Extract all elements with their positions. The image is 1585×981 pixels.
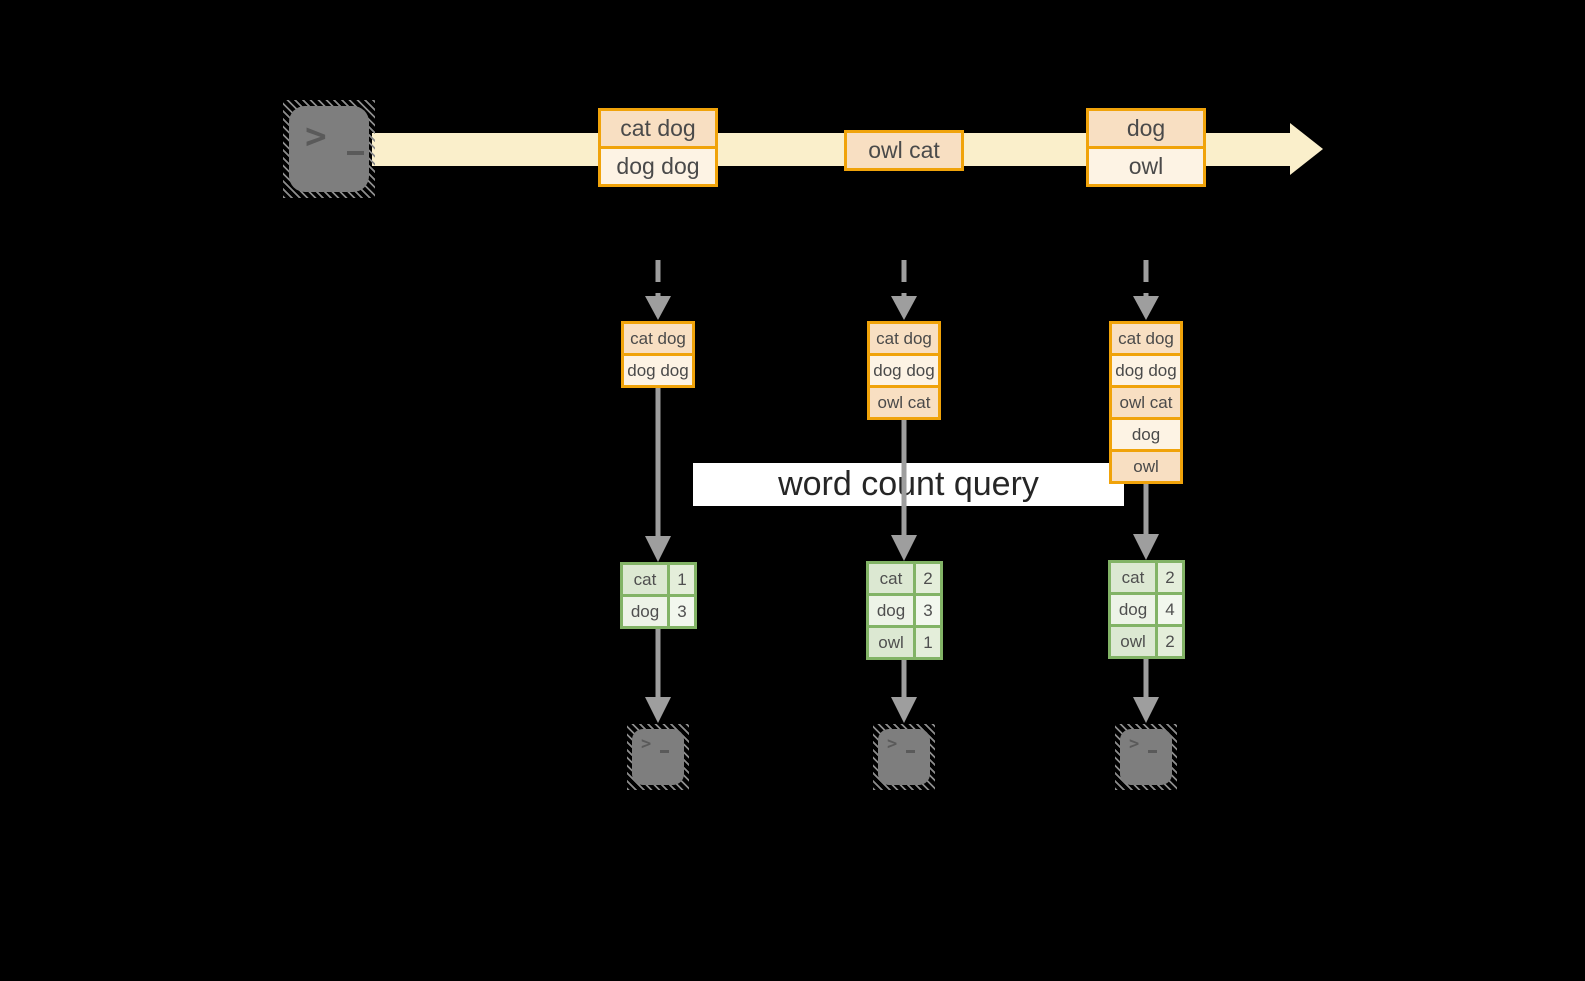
prompt-underscore-icon [347,151,364,155]
event-line: owl [1089,149,1203,184]
prompt-chevron-icon: > [1129,734,1140,754]
count-cell: 1 [916,628,940,657]
timeline-event-batch-3: dog owl [1086,108,1206,187]
prompt-underscore-icon [660,750,669,753]
batch-line: dog dog [624,356,692,385]
prompt-chevron-icon: > [305,116,327,157]
word-cell: dog [623,597,667,626]
prompt-chevron-icon: > [887,734,898,754]
word-cell: dog [869,596,913,625]
batch-line: cat dog [870,324,938,353]
word-cell: cat [869,564,913,593]
wordcount-table-1: cat 1 dog 3 [620,562,697,629]
count-cell: 3 [916,596,940,625]
timeline-event-batch-1: cat dog dog dog [598,108,718,187]
arrow-down-icon [1133,484,1159,560]
batch-stack-3: cat dog dog dog owl cat dog owl [1109,321,1183,484]
stream-source-terminal-icon: > [283,100,375,198]
prompt-underscore-icon [1148,750,1157,753]
count-cell: 1 [670,565,694,594]
word-cell: owl [1111,627,1155,656]
sink-terminal-icon-3: > [1115,724,1177,790]
timeline-event-batch-2: owl cat [844,130,964,171]
terminal-icon: > [878,729,930,785]
batch-stack-2: cat dog dog dog owl cat [867,321,941,420]
batch-line: owl cat [870,388,938,417]
sink-terminal-icon-1: > [627,724,689,790]
word-cell: owl [869,628,913,657]
query-label: word count query [693,463,1124,506]
event-line: dog [1089,111,1203,146]
count-cell: 4 [1158,595,1182,624]
prompt-chevron-icon: > [641,734,652,754]
wordcount-table-2: cat 2 dog 3 owl 1 [866,561,943,660]
event-line: cat dog [601,111,715,146]
arrow-down-icon [645,388,671,562]
count-cell: 2 [916,564,940,593]
word-cell: cat [623,565,667,594]
terminal-icon: > [632,729,684,785]
prompt-underscore-icon [906,750,915,753]
batch-line: owl cat [1112,388,1180,417]
batch-line: dog dog [870,356,938,385]
terminal-icon: > [1120,729,1172,785]
batch-stack-1: cat dog dog dog [621,321,695,388]
arrow-down-icon [1133,659,1159,723]
count-cell: 2 [1158,627,1182,656]
batch-line: cat dog [624,324,692,353]
batch-line: owl [1112,452,1180,481]
arrow-down-icon [891,420,917,561]
dashed-arrow-down-icon [891,260,917,320]
count-cell: 2 [1158,563,1182,592]
stream-timeline-arrowhead-icon [1290,123,1323,175]
wordcount-table-3: cat 2 dog 4 owl 2 [1108,560,1185,659]
batch-line: cat dog [1112,324,1180,353]
event-line: dog dog [601,149,715,184]
word-cell: cat [1111,563,1155,592]
terminal-icon: > [289,106,369,192]
word-cell: dog [1111,595,1155,624]
arrow-down-icon [645,629,671,723]
arrow-down-icon [891,660,917,723]
dashed-arrow-down-icon [1133,260,1159,320]
event-line: owl cat [847,133,961,168]
dashed-arrow-down-icon [645,260,671,320]
sink-terminal-icon-2: > [873,724,935,790]
batch-line: dog [1112,420,1180,449]
count-cell: 3 [670,597,694,626]
batch-line: dog dog [1112,356,1180,385]
